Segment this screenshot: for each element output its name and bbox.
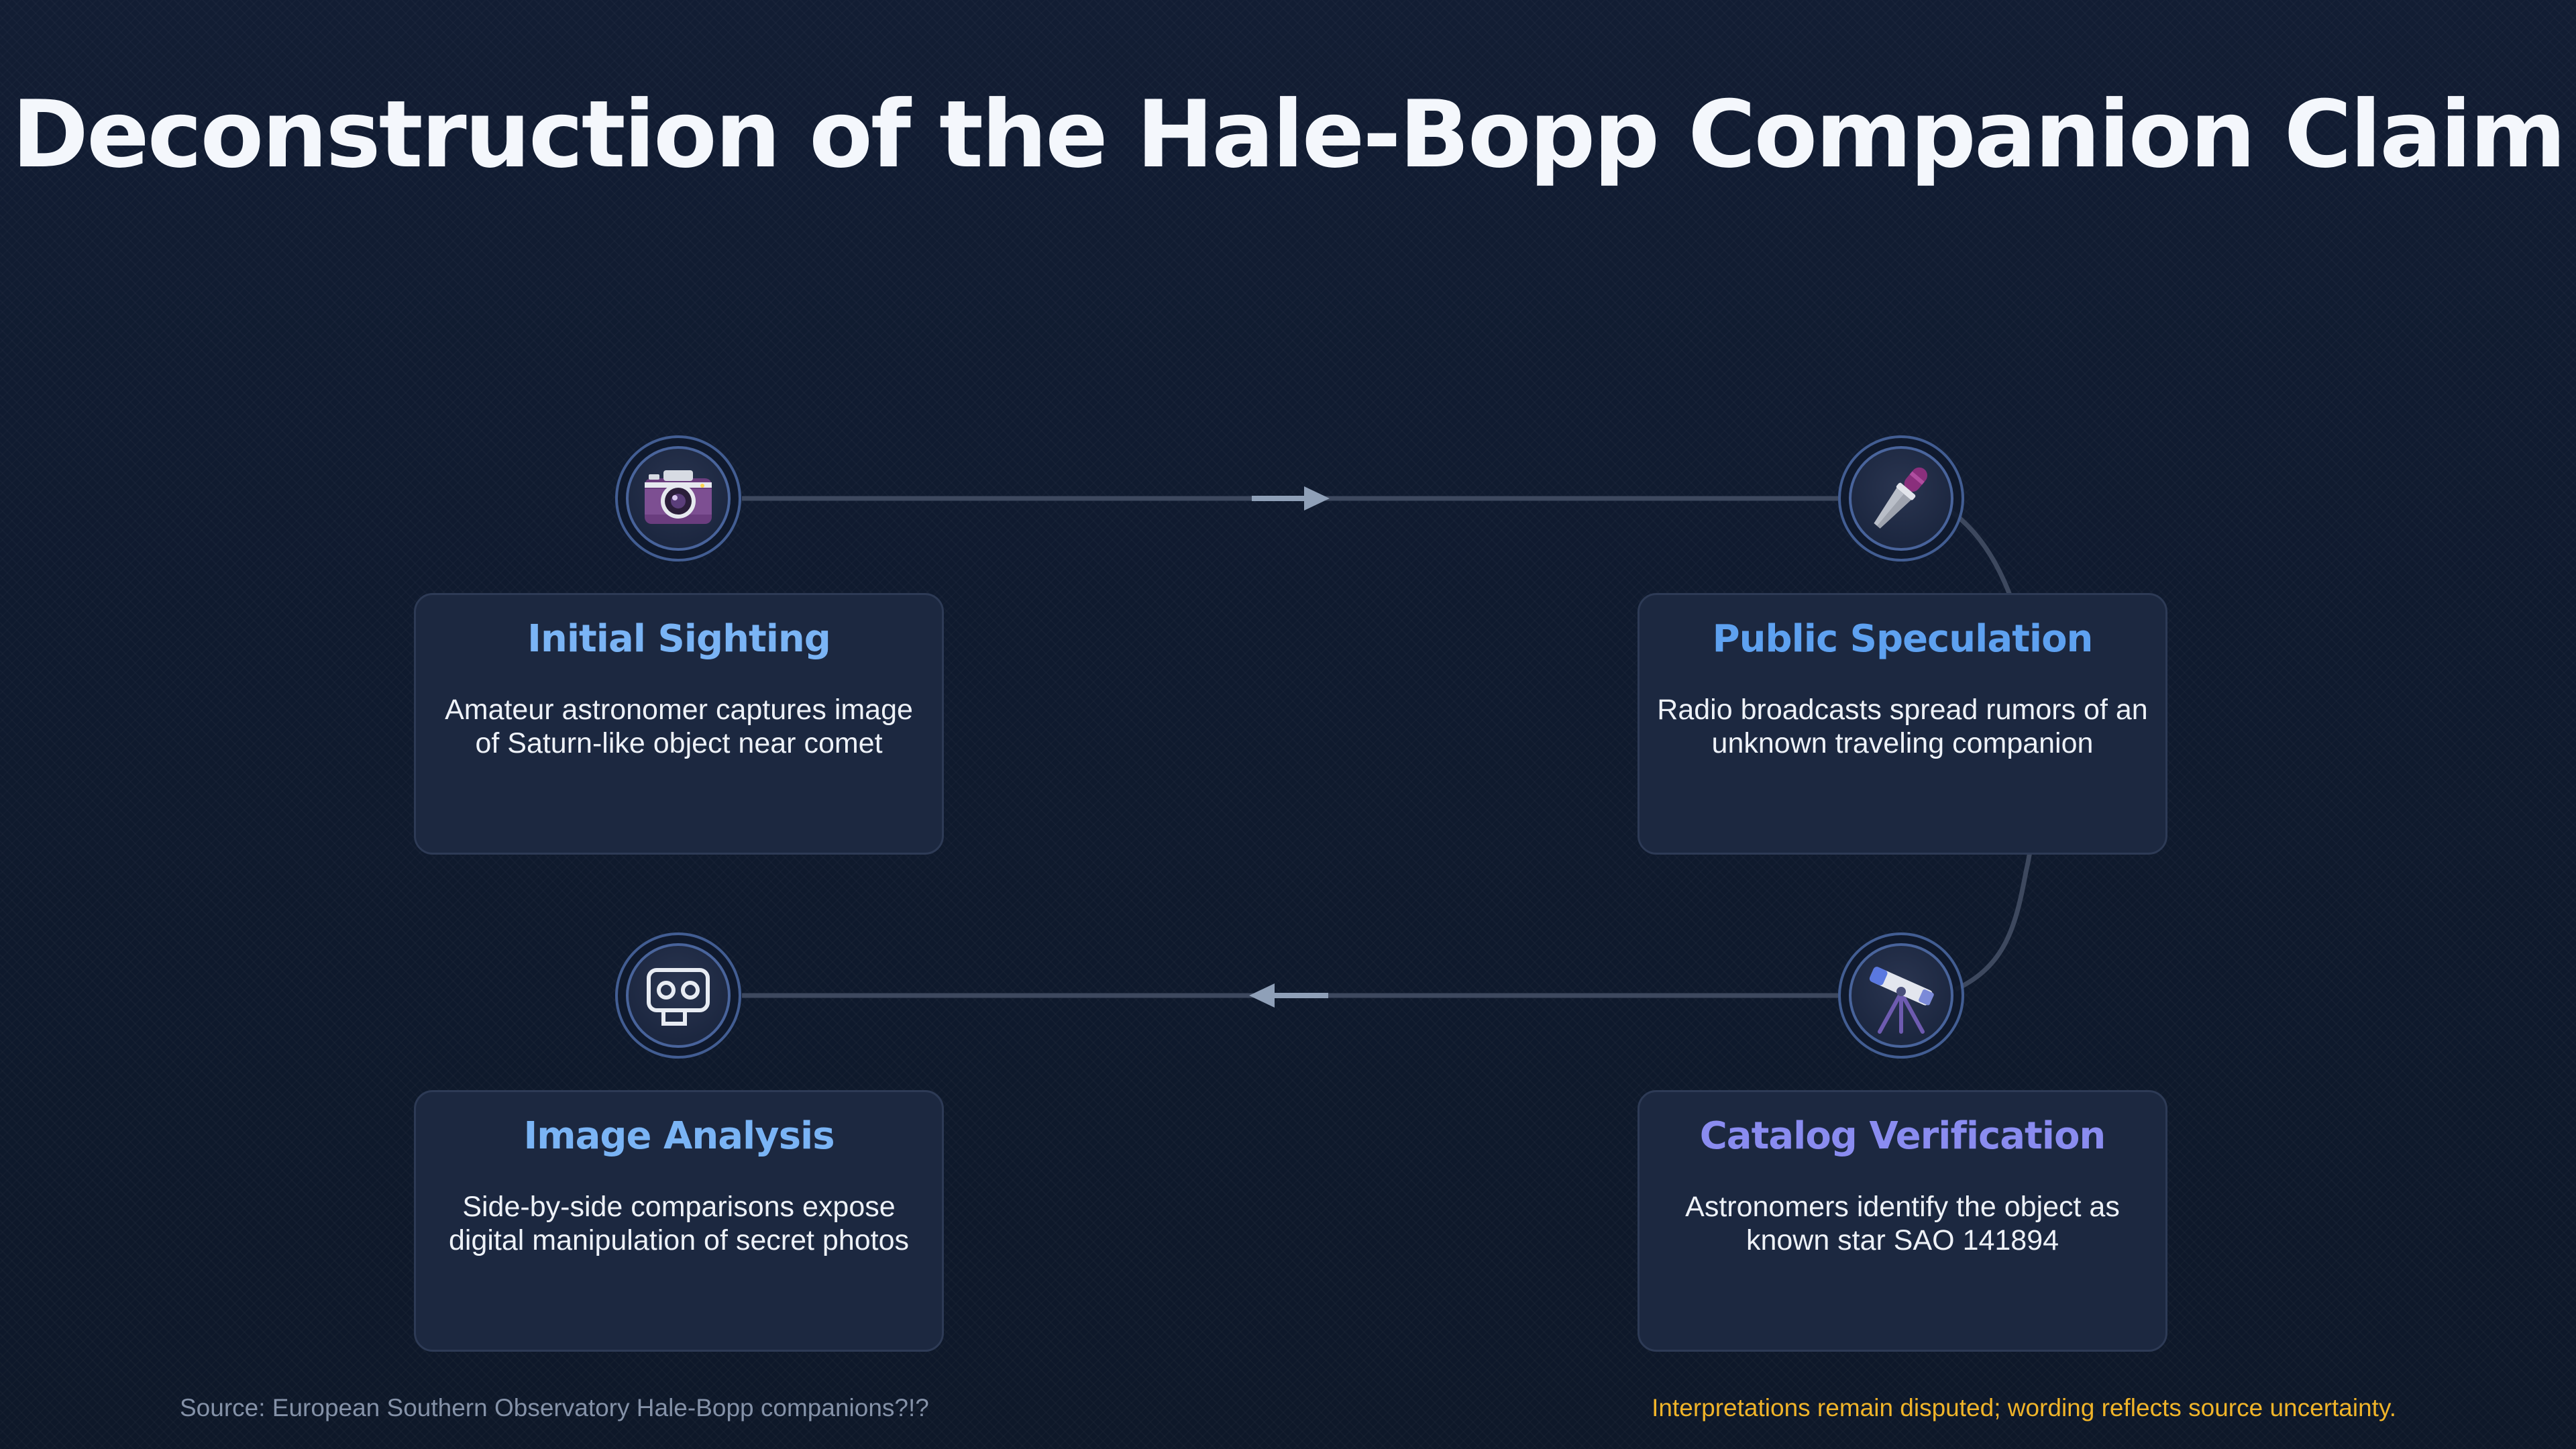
connector-arrow-bottom-head — [1249, 983, 1275, 1008]
uncertainty-note: Interpretations remain disputed; wording… — [1652, 1394, 2396, 1421]
step-1-icon-ring — [615, 435, 741, 561]
step-description: Radio broadcasts spread rumors of an unk… — [1657, 693, 2148, 759]
step-card-public-speculation: Public Speculation Radio broadcasts spre… — [1638, 593, 2167, 855]
step-card-initial-sighting: Initial Sighting Amateur astronomer capt… — [414, 593, 944, 855]
step-description: Astronomers identify the object as known… — [1685, 1190, 2120, 1256]
telescope-icon — [1860, 953, 1943, 1039]
step-4-icon-inner — [626, 943, 731, 1048]
step-title: Initial Sighting — [527, 617, 831, 661]
image-analysis-icon — [637, 953, 720, 1039]
step-1-icon-inner — [626, 446, 731, 551]
step-title: Catalog Verification — [1699, 1114, 2106, 1158]
step-description: Side-by-side comparisons expose digital … — [448, 1190, 910, 1256]
page-title: Deconstruction of the Hale-Bopp Companio… — [11, 80, 2567, 189]
step-description: Amateur astronomer captures image of Sat… — [445, 693, 913, 759]
step-card-image-analysis: Image Analysis Side-by-side comparisons … — [414, 1090, 944, 1352]
step-card-catalog-verification: Catalog Verification Astronomers identif… — [1638, 1090, 2167, 1352]
step-3-icon-ring — [1838, 932, 1964, 1059]
microphone-icon — [1860, 455, 1943, 542]
step-4-icon-ring — [615, 932, 741, 1059]
step-title: Image Analysis — [523, 1114, 835, 1158]
camera-icon — [637, 455, 720, 542]
step-2-icon-ring — [1838, 435, 1964, 561]
step-title: Public Speculation — [1712, 617, 2094, 661]
step-2-icon-inner — [1849, 446, 1953, 551]
connector-arrow-top-head — [1304, 486, 1330, 511]
step-3-icon-inner — [1849, 943, 1953, 1048]
source-note: Source: European Southern Observatory Ha… — [180, 1394, 929, 1421]
